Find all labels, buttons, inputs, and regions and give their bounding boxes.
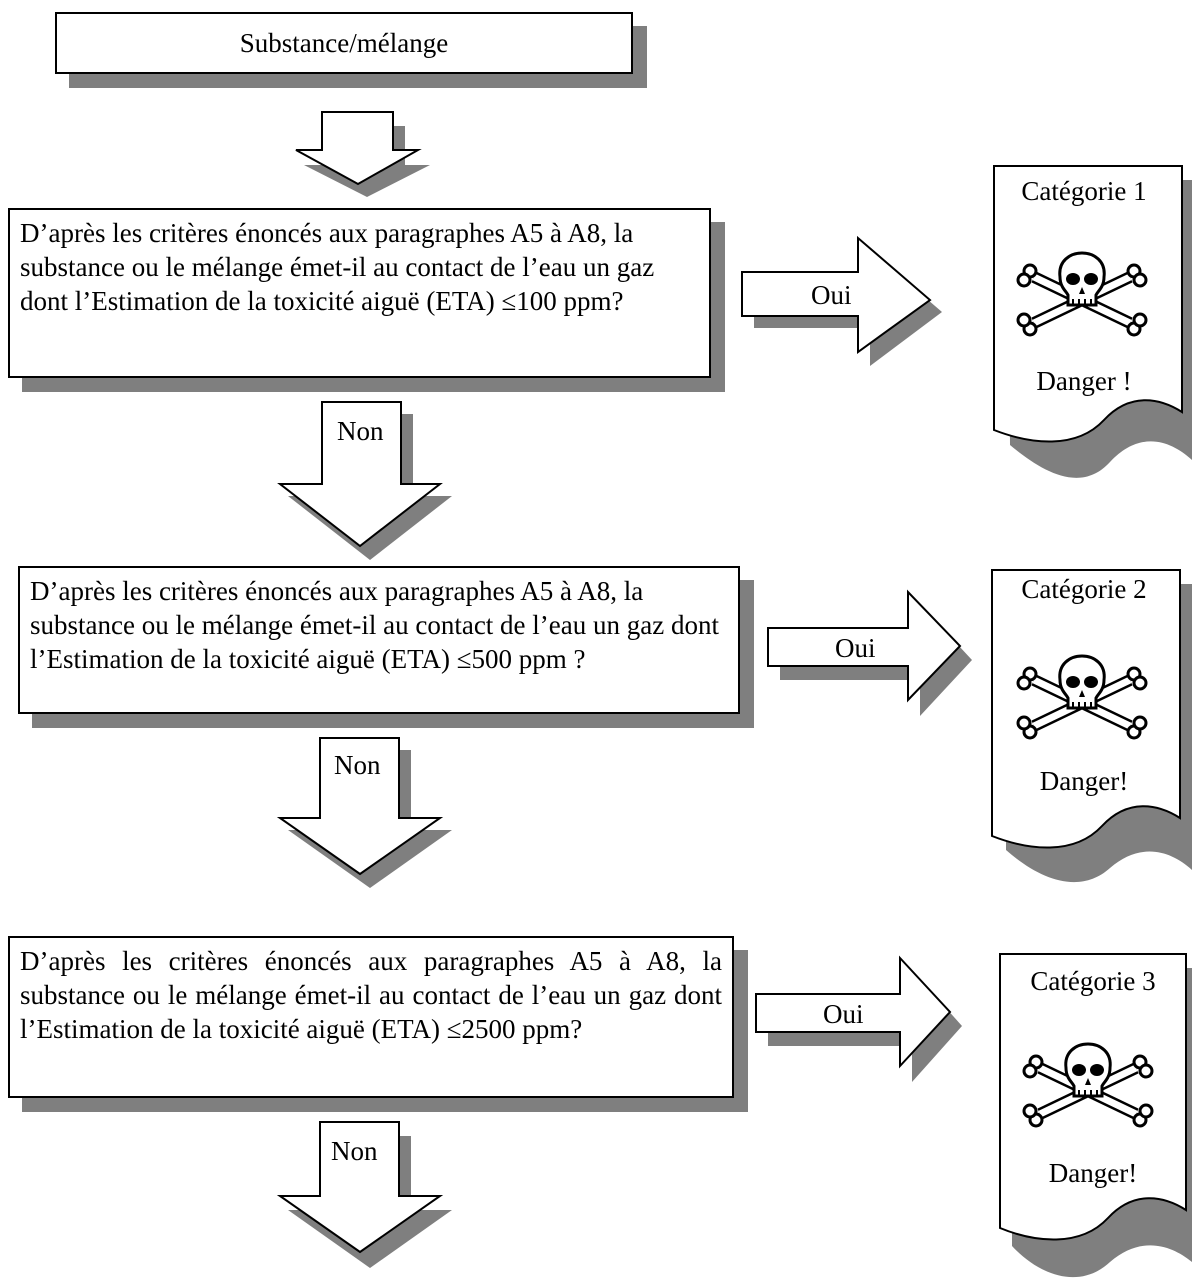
question-1-box: D’après les critères énoncés aux paragra… — [8, 208, 711, 378]
non-label-2: Non — [334, 750, 381, 780]
question-1-text: D’après les critères énoncés aux paragra… — [20, 218, 655, 316]
right-arrow-oui-2 — [767, 589, 972, 716]
category-3-signal-word: Danger! — [1048, 1158, 1138, 1188]
non-label-1: Non — [337, 416, 384, 446]
category-2-signal-word: Danger! — [1039, 766, 1129, 796]
question-2-box: D’après les critères énoncés aux paragra… — [18, 566, 740, 714]
down-arrow-1 — [295, 111, 430, 197]
start-box: Substance/mélange — [55, 12, 633, 74]
non-label-3: Non — [331, 1136, 378, 1166]
right-arrow-oui-3 — [755, 955, 962, 1082]
start-label: Substance/mélange — [239, 27, 449, 58]
question-3-text: D’après les critères énoncés aux paragra… — [20, 946, 722, 1044]
oui-label-2: Oui — [835, 633, 876, 663]
oui-label-1: Oui — [811, 280, 852, 310]
question-2-text: D’après les critères énoncés aux paragra… — [30, 576, 719, 674]
right-arrow-oui-1 — [741, 235, 942, 366]
category-1-title: Catégorie 1 — [1021, 176, 1147, 206]
down-arrow-non-2 — [276, 737, 452, 888]
down-arrow-non-1 — [277, 401, 452, 560]
category-2-title: Catégorie 2 — [1021, 574, 1147, 604]
question-3-box: D’après les critères énoncés aux paragra… — [8, 936, 734, 1098]
down-arrow-non-3 — [276, 1121, 452, 1268]
category-2-card — [991, 569, 1192, 883]
oui-label-3: Oui — [823, 999, 864, 1029]
category-1-card — [993, 165, 1192, 478]
category-1-signal-word: Danger ! — [1036, 366, 1132, 396]
category-3-card — [999, 953, 1192, 1278]
category-3-title: Catégorie 3 — [1030, 966, 1156, 996]
